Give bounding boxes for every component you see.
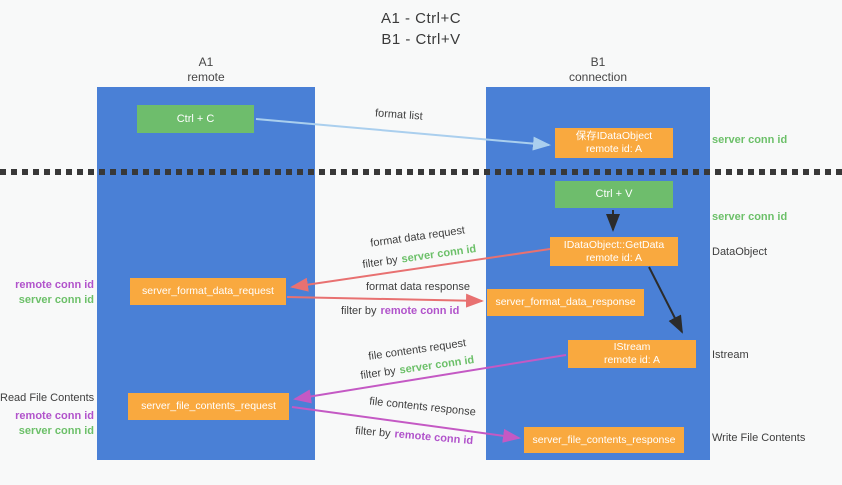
lane-a1-subtitle: remote: [187, 70, 225, 84]
node-ctrl-v: Ctrl + V: [555, 181, 673, 208]
lane-a1-title: A1: [198, 55, 214, 69]
node-server-format-data-response-label: server_format_data_response: [495, 296, 636, 308]
filter-by-text-1: filter by: [361, 254, 399, 271]
node-server-file-contents-request: server_file_contents_request: [128, 393, 289, 420]
node-server-file-contents-request-label: server_file_contents_request: [141, 400, 276, 412]
filter-by-text-3: filter by: [359, 365, 397, 382]
title-line-2: B1 - Ctrl+V: [381, 31, 461, 48]
left-label-server-conn-id-2: server conn id: [18, 425, 94, 437]
edge-label-file-contents-response: file contents response: [368, 395, 477, 419]
filter-value-4: remote conn id: [394, 428, 474, 448]
node-istream-line1: IStream: [613, 341, 651, 353]
node-server-format-data-response: server_format_data_response: [487, 289, 644, 316]
right-label-write-file-contents: Write File Contents: [712, 432, 806, 444]
node-getdata-line1: IDataObject::GetData: [563, 238, 665, 251]
node-server-format-data-request-label: server_format_data_request: [142, 285, 274, 297]
format-data-response-arrow: [286, 293, 484, 308]
right-label-server-conn-id-1: server conn id: [712, 134, 788, 146]
filter-by-text-4: filter by: [354, 424, 392, 440]
diagram-title: A1 - Ctrl+C B1 - Ctrl+V: [0, 8, 842, 50]
right-label-istream: Istream: [712, 349, 749, 361]
node-getdata: IDataObject::GetData remote id: A: [550, 237, 678, 266]
right-label-server-conn-id-2: server conn id: [712, 211, 788, 223]
edge-label-format-data-response: format data response: [366, 281, 470, 293]
node-server-format-data-request: server_format_data_request: [130, 278, 286, 305]
filter-by-text-2: filter by: [341, 305, 377, 317]
session-separator-dotted-line: [0, 169, 842, 175]
node-server-file-contents-response-label: server_file_contents_response: [532, 433, 676, 446]
filter-value-1: server conn id: [400, 243, 477, 266]
node-server-file-contents-response: server_file_contents_response: [524, 427, 684, 453]
right-label-dataobject: DataObject: [712, 246, 768, 258]
node-save-idataobject: 保存IDataObject remote id: A: [555, 128, 673, 158]
node-ctrl-c: Ctrl + C: [137, 105, 254, 133]
node-ctrl-v-label: Ctrl + V: [595, 188, 633, 200]
edge-label-format-list: format list: [374, 107, 424, 123]
node-save-idataobject-line2: remote id: A: [585, 143, 643, 155]
left-label-remote-conn-id-2: remote conn id: [15, 410, 94, 422]
filter-value-3: server conn id: [398, 354, 475, 377]
node-getdata-line2: remote id: A: [585, 251, 643, 264]
left-label-remote-conn-id-1: remote conn id: [15, 279, 94, 291]
node-istream: IStream remote id: A: [568, 340, 696, 368]
lane-b1-subtitle: connection: [568, 70, 628, 84]
node-istream-line2: remote id: A: [603, 354, 661, 366]
lane-header-b1: B1 connection: [486, 55, 710, 85]
node-ctrl-c-label: Ctrl + C: [176, 112, 215, 125]
left-label-read-file-contents: Read File Contents: [0, 392, 95, 404]
node-save-idataobject-line1: 保存IDataObject: [575, 130, 653, 142]
filter-value-2: remote conn id: [380, 305, 460, 317]
lane-header-a1: A1 remote: [97, 55, 315, 85]
title-line-1: A1 - Ctrl+C: [380, 10, 462, 27]
left-label-server-conn-id-1: server conn id: [18, 294, 94, 306]
lane-b1-title: B1: [590, 55, 606, 69]
